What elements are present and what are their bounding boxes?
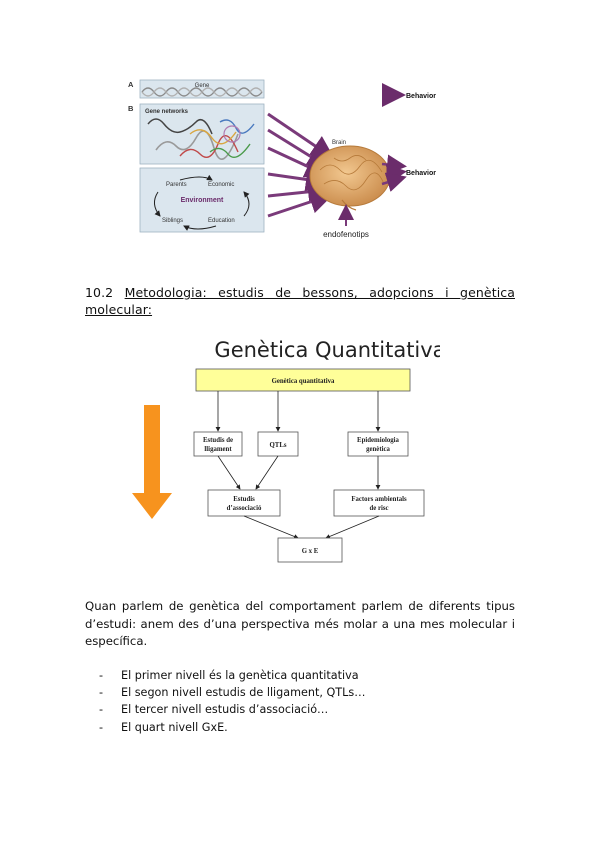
box-epidemiologia-line2: genètica [366,446,390,453]
economic-label: Economic [208,182,234,188]
brain-to-behavior-arrows [381,154,407,192]
section-number: 10.2 [85,285,114,300]
list-dash: - [99,669,104,682]
siblings-label: Siblings [162,218,183,224]
list-item: - El primer nivell és la genètica quanti… [99,667,365,684]
box-epidemiologia-line1: Epidemiologia [357,437,400,444]
list-dash: - [99,703,104,717]
box-factors-ambientals [333,489,425,517]
box-estudis-lligament [193,431,243,457]
gene-networks-box: Gene networks [139,103,265,165]
list-dash: - [99,720,104,734]
panel-label-b: B [128,104,134,113]
parents-label: Parents [166,182,187,188]
gene-networks-label: Gene networks [145,109,189,115]
list-item-text: El quart nivell GxE. [121,720,228,734]
education-label: Education [208,218,235,224]
orange-down-arrow [132,405,172,519]
list-item-text: El tercer nivell estudis d’associació… [121,703,329,717]
box-factors-ambientals-line2: de risc [369,505,388,512]
box-gxe-label: G x E [302,548,319,555]
levels-list: - El primer nivell és la genètica quanti… [99,667,365,736]
box-genetica-quantitativa [195,368,411,392]
endofenotips-label: endofenotips [323,230,369,239]
gene-bar: Gene [139,79,265,99]
list-item: - El segon nivell estudis de lligament, … [99,684,365,701]
box-estudis-associacio-line2: d’associació [227,505,262,512]
diagram-title: Genètica Quantitativa [214,338,440,362]
box-genetica-quantitativa-label: Genètica quantitativa [272,378,335,385]
box-estudis-associacio [207,489,281,517]
box-factors-ambientals-line1: Factors ambientals [351,496,407,503]
list-item: - El quart nivell GxE. [99,719,365,736]
behavior-label-right: Behavior [406,170,436,177]
list-item-text: El segon nivell estudis de lligament, QT… [121,686,366,700]
gene-environment-brain-figure: A B Gene Behavior Gene networks Environm… [128,79,436,239]
list-item: - El tercer nivell estudis d’associació… [99,701,365,718]
panel-label-a: A [128,80,134,89]
box-estudis-lligament-line2: lligament [204,446,232,453]
behavior-label-top: Behavior [406,93,436,100]
box-estudis-associacio-line1: Estudis [233,496,255,503]
box-epidemiologia [347,431,409,457]
gene-label: Gene [195,83,210,89]
environment-label: Environment [181,197,224,204]
brain-label: Brain [332,140,346,146]
list-item-text: El primer nivell és la genètica quantita… [121,669,359,682]
box-estudis-lligament-line1: Estudis de [203,437,233,444]
section-title: Metodologia: estudis de bessons, adopcio… [85,285,515,317]
quantitative-genetics-diagram: Genètica Quantitativa Genètica quantitat… [132,338,440,563]
list-dash: - [99,686,104,700]
environment-box: Environment Parents Economic Siblings Ed… [139,167,265,233]
intro-paragraph: Quan parlem de genètica del comportament… [85,599,515,649]
box-gxe [277,537,343,563]
section-heading: 10.2 Metodologia: estudis de bessons, ad… [85,284,515,318]
box-qtls-label: QTLs [270,442,287,449]
